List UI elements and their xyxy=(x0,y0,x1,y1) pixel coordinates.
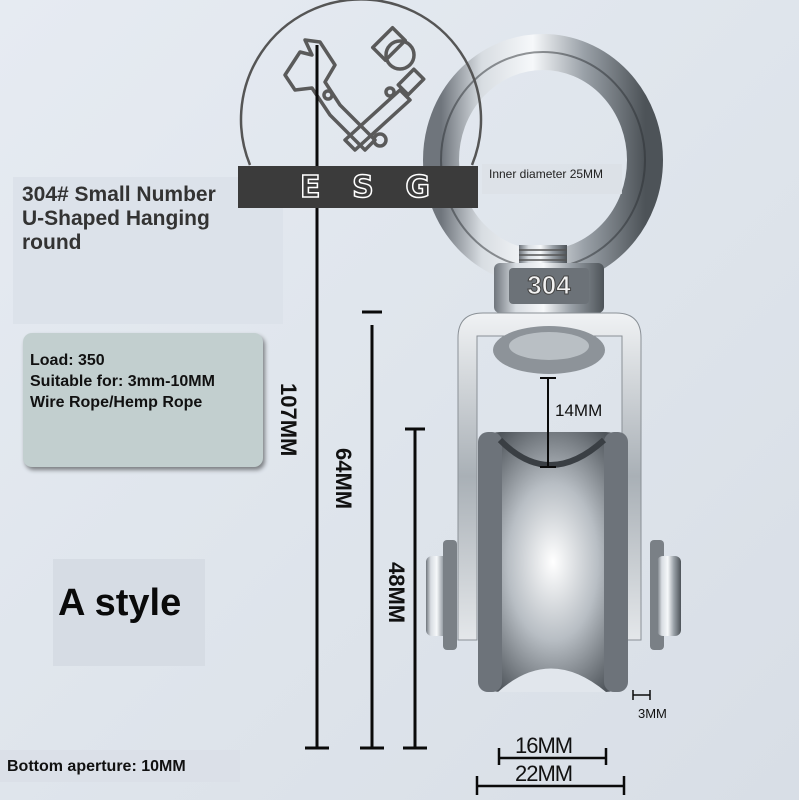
aperture-background xyxy=(0,750,240,782)
bottom-aperture-label: Bottom aperture: 10MM xyxy=(7,758,186,775)
dim-side-plate: 3MM xyxy=(638,706,667,721)
style-background xyxy=(53,559,205,666)
spec-text: Load: 350 Suitable for: 3mm-10MM Wire Ro… xyxy=(30,350,215,413)
dim-frame-height: 64MM xyxy=(331,448,356,510)
title-line-1: 304# Small Number xyxy=(22,183,216,206)
dim-wheel-height: 48MM xyxy=(384,562,409,624)
rope-spec: Wire Rope/Hemp Rope xyxy=(30,394,203,411)
title-line-2: U-Shaped Hanging xyxy=(22,207,210,230)
dim-wheel-width: 22MM xyxy=(515,761,573,786)
inner-diameter-label: Inner diameter 25MM xyxy=(489,167,604,181)
product-title: 304# Small Number U-Shaped Hanging round xyxy=(22,183,247,255)
brand-letter-s: S xyxy=(351,169,374,206)
brand-letter-g: G xyxy=(405,169,431,206)
brand-letter-e: E xyxy=(299,169,321,206)
inner-diameter-background xyxy=(482,164,622,194)
title-line-3: round xyxy=(22,231,82,254)
suitable-spec: Suitable for: 3mm-10MM xyxy=(30,373,215,390)
dim-groove-width: 16MM xyxy=(515,733,573,758)
style-label: A style xyxy=(58,582,182,624)
load-spec: Load: 350 xyxy=(30,352,105,369)
dim-gap: 14MM xyxy=(555,401,603,420)
brand-banner xyxy=(238,166,478,208)
dim-total-height: 107MM xyxy=(276,383,301,457)
brand-logo: E S G xyxy=(299,168,431,206)
material-stamp: 304 xyxy=(527,270,571,301)
spec-card xyxy=(23,333,263,467)
